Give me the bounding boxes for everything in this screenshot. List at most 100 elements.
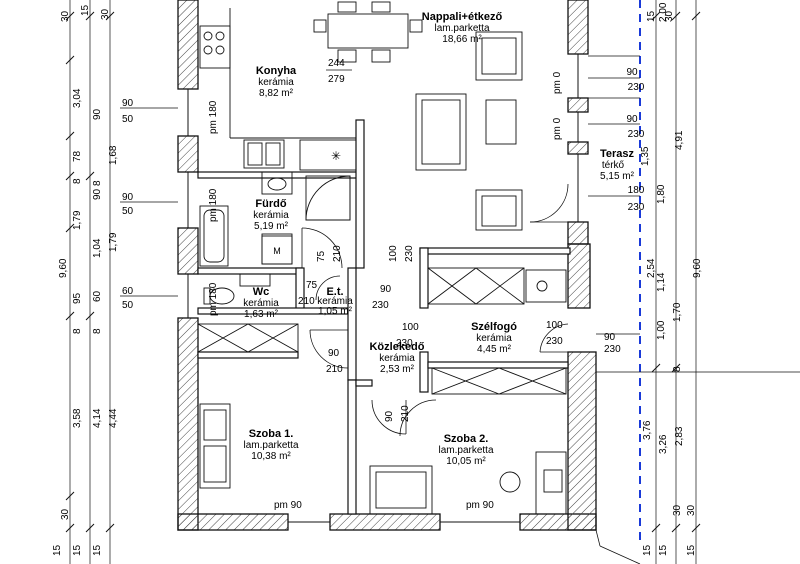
- room1-door-a: 90: [328, 348, 340, 359]
- right-dim-16: 4,91: [674, 130, 685, 150]
- room-floor-wc: kerámia: [243, 298, 279, 309]
- left-dim-10: 30: [60, 508, 71, 520]
- left-tick-b2: 50: [122, 206, 134, 217]
- bath-window: pm 180: [208, 188, 219, 222]
- terrace-edge: [588, 55, 800, 564]
- right-dim-15: 2,00: [658, 2, 669, 22]
- room-name-terrace: Terasz: [600, 148, 635, 160]
- terrace-door2-h: 90: [626, 114, 638, 125]
- bath-fixtures: [199, 171, 351, 305]
- opening-dimensions: 244 279 pm 0 90 230 pm 0 90 230 180 230 …: [208, 58, 645, 511]
- left-dim-20: 15: [72, 544, 83, 556]
- cooktop-icon: ✳: [331, 149, 341, 163]
- right-dim-19: 30: [686, 504, 697, 516]
- left-dim-21: 30: [100, 8, 111, 20]
- kitchen-furniture: [199, 8, 357, 171]
- left-dim-16: 1,04: [92, 238, 103, 258]
- room-floor-kitchen: kerámia: [258, 77, 294, 88]
- left-tick-c1: 60: [122, 286, 134, 297]
- left-tick-c2: 50: [122, 300, 134, 311]
- room-floor-bedroom2: lam.parketta: [438, 445, 493, 456]
- right-dim-9: 1,80: [656, 184, 667, 204]
- et-door-a: 75: [306, 280, 318, 291]
- kitchen-door-w: 244: [328, 58, 345, 69]
- right-dim-7: 30: [664, 10, 675, 22]
- windows: [178, 53, 588, 530]
- right-dim-3: 1,14: [656, 272, 667, 292]
- left-dim-18: 8: [92, 328, 103, 334]
- left-dim-labels: 30 3,04 90 78 8 1,79 95 8 3,58 30 15 15 …: [52, 4, 134, 556]
- hall-door-b: 230: [404, 245, 415, 262]
- living-furniture: [415, 31, 523, 231]
- left-dim-5: 8: [72, 178, 83, 184]
- room-name-kitchen: Konyha: [256, 65, 297, 77]
- et-door-b: 210: [298, 296, 315, 307]
- room-name-bedroom2: Szoba 2.: [444, 433, 489, 445]
- dining-table: [313, 1, 423, 63]
- right-dim-12: 3,26: [658, 434, 669, 454]
- fridge: [261, 235, 293, 265]
- interior-walls: [197, 119, 571, 515]
- entry-int-a: 100: [402, 322, 419, 333]
- right-dim-6: 15: [642, 544, 653, 556]
- right-dim-20: 15: [686, 544, 697, 556]
- left-dimension-chains: [69, 0, 178, 564]
- left-dim-9: 3,58: [72, 408, 83, 428]
- room1-door-b: 210: [326, 364, 343, 375]
- right-dim-17: 9,60: [692, 258, 703, 278]
- left-dim-7: 95: [72, 292, 83, 304]
- room-area-kitchen: 8,82 m²: [259, 88, 294, 99]
- bath-door-a: 75: [316, 250, 327, 262]
- dimension-ticks: [65, 11, 701, 533]
- room-area-bathroom: 5,19 m²: [254, 221, 289, 232]
- left-dim-22: 1,79: [108, 232, 119, 252]
- room-name-living: Nappali+étkező: [422, 11, 503, 23]
- left-dim-24: 15: [92, 544, 103, 556]
- room-area-bedroom1: 10,38 m²: [251, 451, 291, 462]
- room1-window: pm 90: [274, 500, 302, 511]
- right-tick-a2: 230: [604, 344, 621, 355]
- right-dim-labels: 15 2,54 1,14 1,00 3,76 15 30 1,35 1,80 1…: [604, 2, 703, 556]
- room-floor-bathroom: kerámia: [253, 210, 289, 221]
- right-dim-4: 1,00: [656, 320, 667, 340]
- entry-ext-a: 100: [546, 320, 563, 331]
- right-tick-a1: 90: [604, 332, 616, 343]
- room-name-entrance: Szélfogó: [471, 321, 517, 333]
- left-dim-11: 15: [52, 544, 63, 556]
- left-dim-19: 4,14: [92, 408, 103, 428]
- outer-walls: [177, 0, 597, 531]
- right-dim-10: 1,70: [672, 302, 683, 322]
- left-dim-15: 8: [92, 180, 103, 186]
- room-floor-entrance: kerámia: [476, 333, 512, 344]
- room-area-entrance: 4,45 m²: [477, 344, 512, 355]
- left-dim-23: 4,44: [108, 408, 119, 428]
- room-area-terrace: 5,15 m²: [600, 171, 635, 182]
- room-area-hallway: 2,53 m²: [380, 364, 415, 375]
- left-tick-a1: 90: [122, 98, 134, 109]
- room-floor-terrace: térkő: [602, 160, 625, 171]
- terrace-door1-w: pm 0: [552, 71, 563, 94]
- right-dim-14: 15: [658, 544, 669, 556]
- left-dim-1: 30: [60, 10, 71, 22]
- right-dim-18: 2,83: [674, 426, 685, 446]
- room2-door-a: 90: [384, 410, 395, 422]
- wardrobes: [197, 267, 567, 395]
- left-dim-3: 90: [92, 108, 103, 120]
- wc-window: pm 180: [208, 282, 219, 316]
- terrace-door1-h2: 230: [628, 82, 645, 93]
- left-dim-6: 1,79: [72, 210, 83, 230]
- right-dim-13: 30: [672, 504, 683, 516]
- room-name-hallway: Közlekedő: [369, 341, 424, 353]
- room-floor-living: lam.parketta: [434, 23, 489, 34]
- hall-door-a: 100: [388, 245, 399, 262]
- room-floor-bedroom1: lam.parketta: [243, 440, 298, 451]
- terrace-door3-b: 230: [628, 202, 645, 213]
- room-area-living: 18,66 m²: [442, 34, 482, 45]
- fridge-label: M: [273, 246, 281, 256]
- right-dim-8: 1,35: [640, 146, 651, 166]
- room2-window: pm 90: [466, 500, 494, 511]
- left-dim-total: 9,60: [58, 258, 69, 278]
- right-dim-2: 2,54: [646, 258, 657, 278]
- kitchen-door-h: 279: [328, 74, 345, 85]
- left-dim-8: 8: [72, 328, 83, 334]
